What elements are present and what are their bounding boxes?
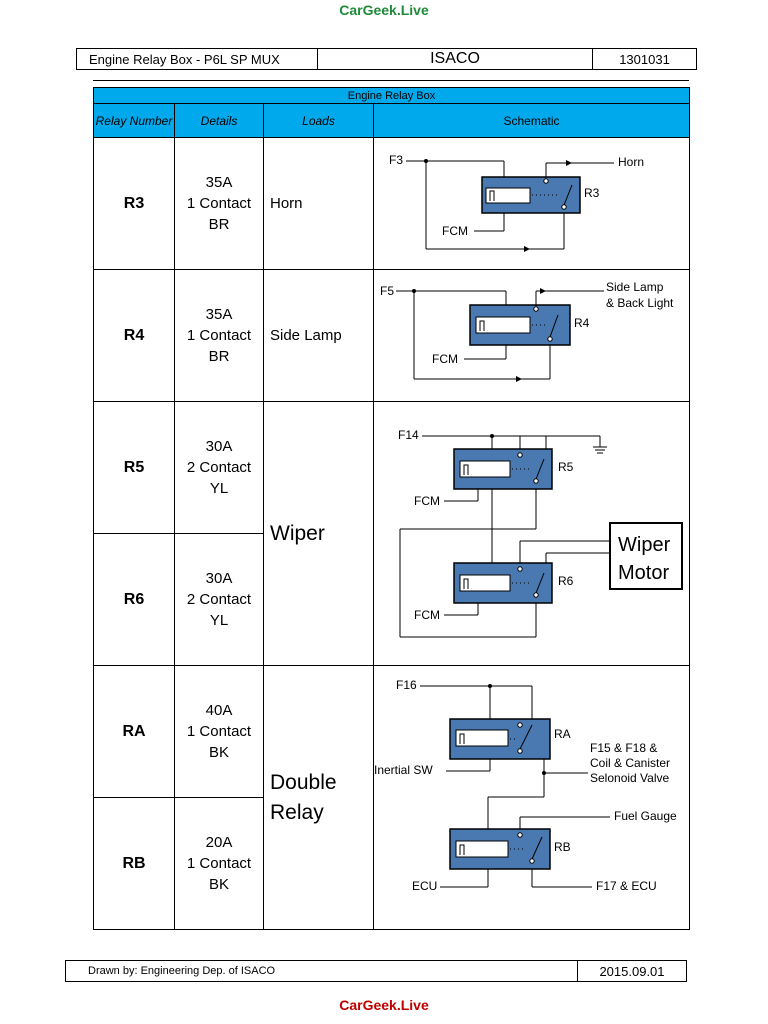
drawing-date: 2015.09.01 [599, 963, 665, 979]
drawn-by: Drawn by: Engineering Dep. of ISACO [66, 961, 578, 981]
label-fcm-1: FCM [414, 494, 440, 508]
label-fuse: F14 [398, 428, 419, 442]
label-relay-r6: R6 [558, 574, 574, 588]
label-wiper: Wiper [618, 534, 671, 556]
document-footer: Drawn by: Engineering Dep. of ISACO 2015… [65, 960, 687, 982]
label-selonoid: Selonoid Valve [590, 771, 669, 785]
label-inertial-sw: Inertial SW [374, 763, 433, 777]
relay-number: R6 [93, 533, 175, 666]
relay-load: Side Lamp [263, 269, 374, 402]
schematic-r5-r6: F14 R5 [372, 401, 691, 666]
label-relay: R3 [584, 186, 600, 200]
schematic-ra-rb: F16 RA Inertial SW F15 [372, 665, 691, 930]
schematic-r4: F5 Side Lamp & Back Light [372, 269, 691, 402]
header-divider [93, 80, 689, 81]
relay-number: R4 [93, 269, 175, 402]
watermark-top[interactable]: CarGeek.Live [339, 2, 429, 18]
wiper-motor-box [609, 521, 683, 590]
column-header-loads: Loads [263, 103, 374, 138]
column-header-schematic: Schematic [372, 103, 691, 138]
relay-number: R3 [93, 137, 175, 270]
relay-number: RA [93, 665, 175, 798]
label-fcm: FCM [432, 352, 458, 366]
column-header-details: Details [174, 103, 264, 138]
label-fuse: F5 [380, 284, 394, 298]
label-side-lamp: Side Lamp [606, 280, 664, 294]
label-fuse: F3 [389, 153, 403, 167]
label-relay-rb: RB [554, 840, 571, 854]
relay-diagram-r3: F3 Horn R3 [389, 153, 644, 252]
label-coil-canister: Coil & Canister [590, 756, 670, 770]
label-fcm: FCM [442, 224, 468, 238]
company-name: ISACO [317, 49, 593, 69]
relay-number: R5 [93, 401, 175, 534]
label-fuse: F16 [396, 678, 417, 692]
label-ecu: ECU [412, 879, 437, 893]
label-f17-ecu: F17 & ECU [596, 879, 657, 893]
label-relay-ra: RA [554, 727, 571, 741]
document-title: Engine Relay Box - P6L SP MUX [89, 51, 280, 67]
column-header-relay: Relay Number [93, 103, 175, 138]
relay-diagram-r4: F5 Side Lamp & Back Light [380, 280, 674, 382]
label-fcm-2: FCM [414, 608, 440, 622]
label-relay-r5: R5 [558, 460, 574, 474]
label-f15: F15 & F18 & [590, 741, 657, 755]
relay-table: Engine Relay Box Relay Number Details Lo… [92, 87, 691, 930]
label-motor: Motor [618, 562, 669, 584]
label-back-light: & Back Light [606, 296, 674, 310]
document-header: Engine Relay Box - P6L SP MUX ISACO 1301… [76, 48, 697, 70]
relay-load: Horn [263, 137, 374, 270]
relay-diagram-ra-rb: F16 RA Inertial SW F15 [374, 678, 677, 893]
document-code: 1301031 [619, 51, 670, 67]
label-fuel-gauge: Fuel Gauge [614, 809, 677, 823]
relay-load: Double Relay [263, 665, 374, 930]
watermark-bottom[interactable]: CarGeek.Live [339, 997, 429, 1013]
relay-diagram-r5-r6: F14 R5 [398, 428, 683, 637]
label-horn: Horn [618, 155, 644, 169]
table-title: Engine Relay Box [92, 87, 691, 104]
schematic-r3: F3 Horn R3 [372, 137, 691, 270]
relay-load: Wiper [263, 401, 374, 666]
relay-number: RB [93, 797, 175, 930]
label-relay: R4 [574, 316, 590, 330]
